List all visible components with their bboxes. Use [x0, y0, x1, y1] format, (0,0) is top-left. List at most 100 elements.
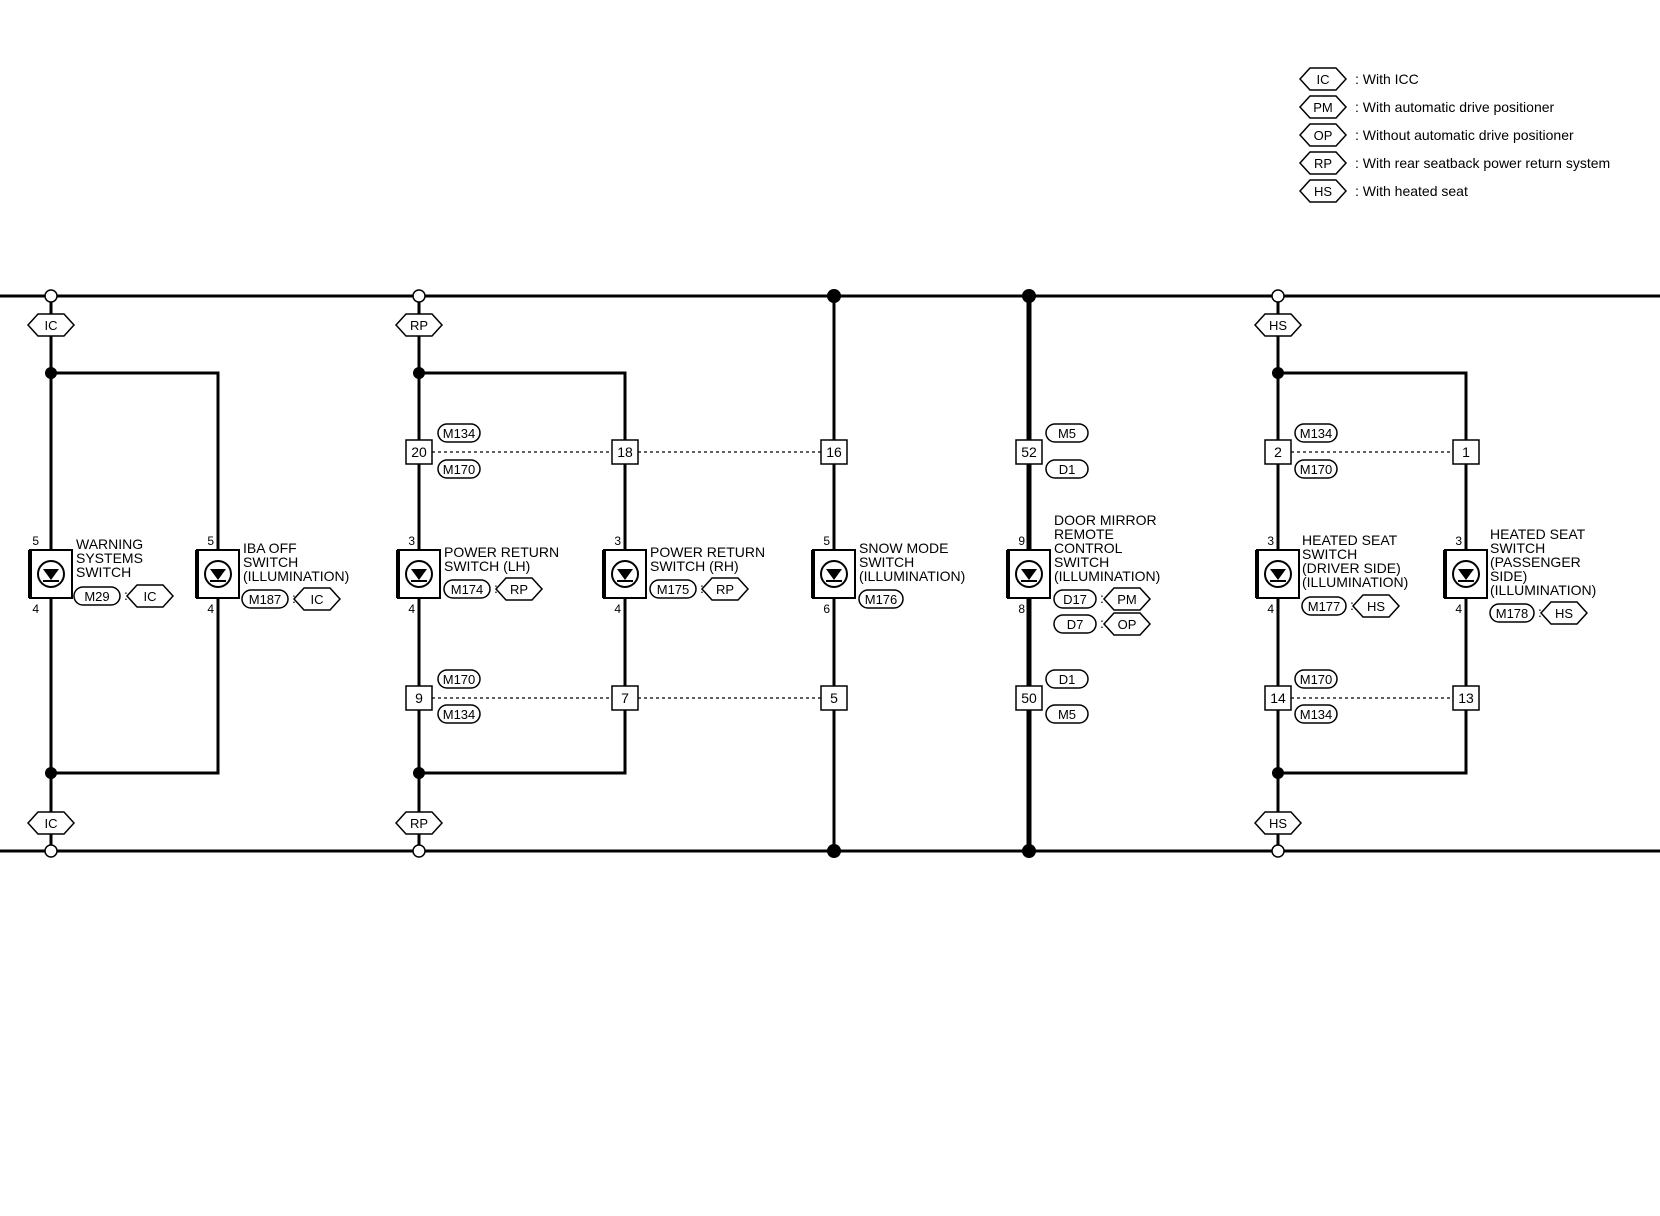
svg-text:D17: D17 [1063, 592, 1087, 607]
svg-text::: : [124, 587, 128, 603]
svg-text:5: 5 [823, 534, 830, 548]
svg-text:6: 6 [823, 602, 830, 616]
svg-text:M187: M187 [249, 592, 282, 607]
svg-text:SYSTEMS: SYSTEMS [76, 550, 143, 566]
svg-text:50: 50 [1021, 690, 1037, 706]
svg-text:8: 8 [1018, 602, 1025, 616]
svg-text:M178: M178 [1496, 606, 1529, 621]
svg-text:3: 3 [614, 534, 621, 548]
lamp-icon [1006, 548, 1052, 600]
svg-text:SWITCH (LH): SWITCH (LH) [444, 558, 530, 574]
terminal-box: 50 [1015, 685, 1043, 711]
svg-text:18: 18 [617, 444, 633, 460]
legend-code: OP [1314, 128, 1333, 143]
option-tag-hs: HS [1254, 811, 1302, 835]
connector-m134 [1294, 704, 1338, 724]
svg-text:D1: D1 [1059, 672, 1076, 687]
svg-text:PM: PM [1117, 592, 1137, 607]
svg-text:SWITCH: SWITCH [1302, 546, 1357, 562]
connector-m170 [1294, 669, 1338, 689]
svg-text:4: 4 [614, 602, 621, 616]
legend-text: : With ICC [1355, 71, 1419, 87]
svg-text:M5: M5 [1058, 707, 1076, 722]
svg-text:9: 9 [1018, 534, 1025, 548]
svg-text:D1: D1 [1059, 462, 1076, 477]
open-junction [412, 844, 426, 858]
option-tag-rp: RP [395, 313, 443, 337]
svg-text:M5: M5 [1058, 426, 1076, 441]
svg-text:D7: D7 [1067, 617, 1084, 632]
svg-text:M134: M134 [443, 707, 476, 722]
svg-text:HS: HS [1555, 606, 1573, 621]
svg-text:SWITCH (RH): SWITCH (RH) [650, 558, 739, 574]
svg-text:POWER RETURN: POWER RETURN [444, 544, 559, 560]
svg-text::: : [1538, 604, 1542, 620]
junction-dot [1272, 767, 1284, 779]
svg-text:(ILLUMINATION): (ILLUMINATION) [859, 568, 965, 584]
power-return-switch-lh: 3 4 POWER RETURN SWITCH (LH) M174 : RP [396, 534, 559, 616]
option-tag-ic: IC [27, 811, 75, 835]
svg-text:SWITCH: SWITCH [1054, 554, 1109, 570]
svg-text:IC: IC [144, 589, 157, 604]
svg-text:RP: RP [510, 582, 528, 597]
terminal-box: 18 [611, 439, 639, 465]
svg-text:HS: HS [1269, 318, 1287, 333]
group-hs: HS HS M134 M170 M170 M134 3 4 HEATED SEA… [1254, 289, 1596, 858]
legend-text: : Without automatic drive positioner [1355, 127, 1574, 143]
svg-text:(PASSENGER: (PASSENGER [1490, 554, 1581, 570]
svg-text:13: 13 [1458, 690, 1474, 706]
connector-m170 [1294, 459, 1338, 479]
legend-item-ic: IC : With ICC [1299, 67, 1419, 91]
svg-text:3: 3 [1267, 534, 1274, 548]
legend-item-rp: RP : With rear seatback power return sys… [1299, 151, 1610, 175]
junction-dot [827, 289, 841, 303]
junction-dot [1022, 289, 1036, 303]
connector-m5 [1045, 423, 1089, 443]
svg-text:POWER RETURN: POWER RETURN [650, 544, 765, 560]
svg-text:M170: M170 [1300, 672, 1333, 687]
svg-text:HS: HS [1367, 599, 1385, 614]
terminal-box: 16 [820, 439, 848, 465]
svg-text:5: 5 [32, 534, 39, 548]
open-junction [44, 844, 58, 858]
svg-text:3: 3 [408, 534, 415, 548]
connector-m134 [1294, 423, 1338, 443]
svg-text:4: 4 [1267, 602, 1274, 616]
legend-item-hs: HS : With heated seat [1299, 179, 1468, 203]
svg-text:IC: IC [45, 816, 58, 831]
svg-text:IC: IC [45, 318, 58, 333]
connector-d1 [1045, 669, 1089, 689]
svg-text:1: 1 [1462, 444, 1470, 460]
svg-text:M29: M29 [84, 589, 109, 604]
terminal-box: 14 [1264, 685, 1292, 711]
svg-text:9: 9 [415, 690, 423, 706]
svg-text:(ILLUMINATION): (ILLUMINATION) [1054, 568, 1160, 584]
svg-text:IC: IC [311, 592, 324, 607]
svg-text::: : [1350, 597, 1354, 613]
svg-text:REMOTE: REMOTE [1054, 526, 1114, 542]
svg-text:4: 4 [1455, 602, 1462, 616]
svg-text:5: 5 [830, 690, 838, 706]
svg-text:M177: M177 [1308, 599, 1341, 614]
svg-text::: : [1100, 590, 1104, 606]
connector-m5 [1045, 704, 1089, 724]
terminal-box: 2 [1264, 439, 1292, 465]
legend-item-pm: PM : With automatic drive positioner [1299, 95, 1555, 119]
legend-code: PM [1313, 100, 1333, 115]
connector-m134 [437, 704, 481, 724]
open-junction [1271, 844, 1285, 858]
svg-text:RP: RP [410, 816, 428, 831]
svg-text:4: 4 [207, 602, 214, 616]
open-junction [412, 289, 426, 303]
legend-code: HS [1314, 184, 1332, 199]
junction-dot [45, 367, 57, 379]
svg-text:CONTROL: CONTROL [1054, 540, 1123, 556]
terminal-box: 5 [820, 685, 848, 711]
svg-text::: : [1100, 615, 1104, 631]
svg-text:16: 16 [826, 444, 842, 460]
svg-text:4: 4 [32, 602, 39, 616]
svg-text:M170: M170 [443, 462, 476, 477]
svg-text:DOOR MIRROR: DOOR MIRROR [1054, 512, 1157, 528]
connector-m170 [437, 459, 481, 479]
svg-text:5: 5 [207, 534, 214, 548]
